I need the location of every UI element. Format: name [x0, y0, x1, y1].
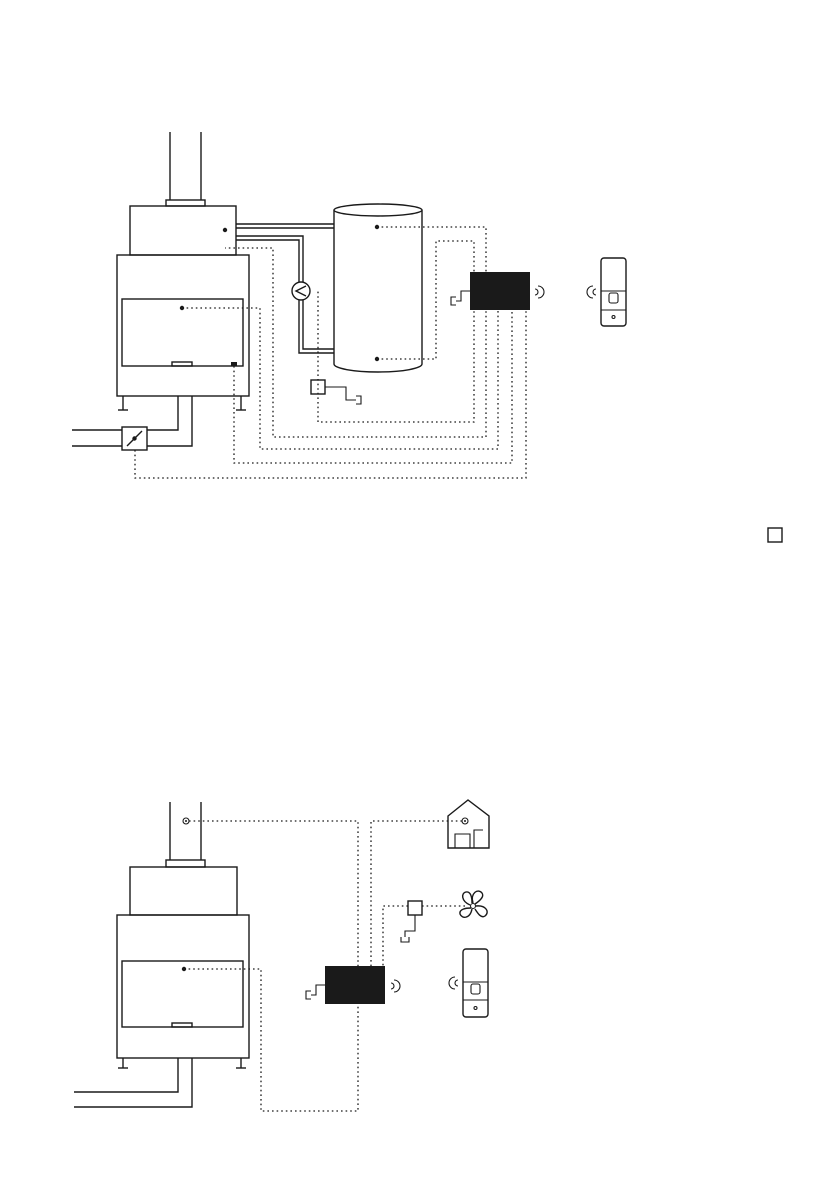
remote-icon: [587, 258, 626, 326]
diagram-2: [74, 800, 489, 1111]
heat-exchanger-icon: [130, 867, 237, 915]
controller-icon: [451, 272, 544, 310]
heat-exchanger-icon: [130, 206, 236, 255]
remote-icon: [449, 949, 488, 1017]
chimney-icon: [166, 802, 205, 867]
house-icon: [448, 800, 489, 848]
controller-icon: [306, 966, 400, 1004]
fan-icon: [460, 891, 487, 917]
damper-icon: [72, 396, 192, 450]
tank-icon: [334, 204, 422, 372]
checkbox-icon[interactable]: [768, 528, 782, 542]
chimney-icon: [166, 132, 205, 206]
relay-icon: [401, 901, 422, 942]
diagram-1: [72, 132, 626, 478]
fireplace-icon: [74, 915, 249, 1107]
fireplace-icon: [117, 255, 249, 410]
water-pipes: [236, 224, 334, 353]
pump-icon: [292, 282, 310, 300]
